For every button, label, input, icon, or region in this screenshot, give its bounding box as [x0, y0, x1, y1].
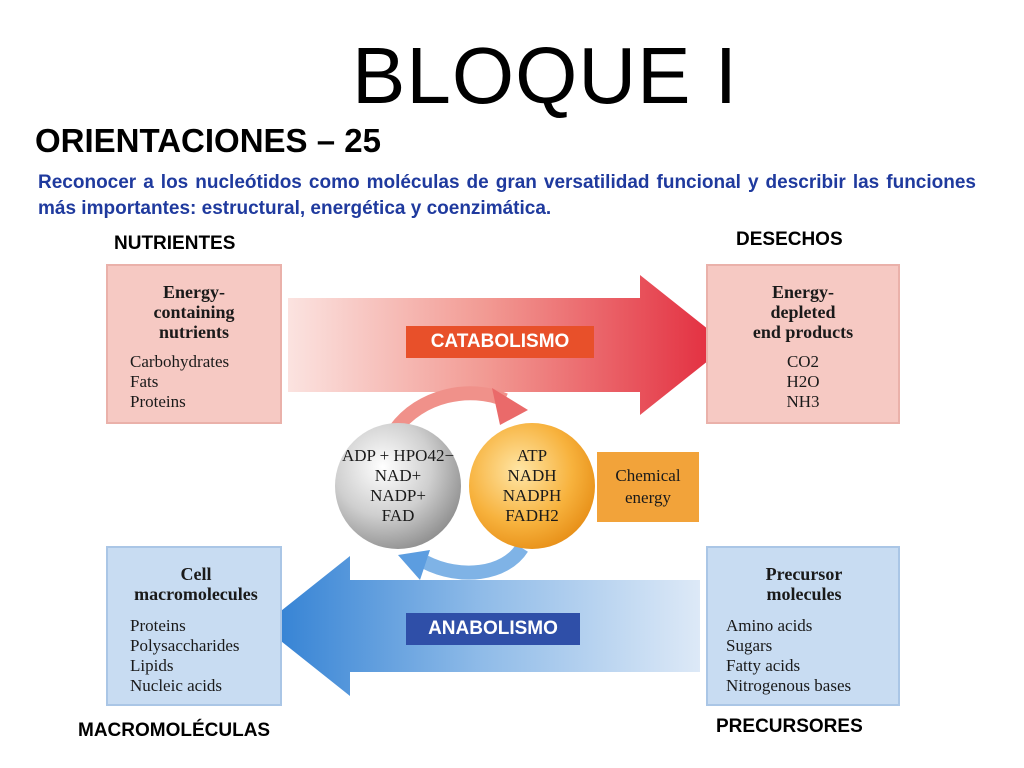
- orange-circle: [469, 423, 595, 549]
- list-item: Sugars: [726, 636, 773, 655]
- nutrients-heading-3: nutrients: [158, 322, 229, 342]
- list-item: Fats: [130, 372, 159, 391]
- nutrients-heading-1: Energy-: [163, 282, 225, 302]
- caption-precursors: PRECURSORES: [716, 716, 863, 737]
- nutrients-box: Energy- containing nutrients Carbohydrat…: [106, 264, 282, 424]
- orange-circle-line: NADH: [507, 466, 557, 485]
- grey-circle-line: FAD: [381, 506, 415, 525]
- orange-circle-text: ATP NADH NADPH FADH2: [482, 446, 582, 526]
- list-item: H2O: [786, 372, 820, 391]
- grey-circle-text: ADP + HPO42− NAD+ NADP+ FAD: [338, 446, 458, 526]
- chemical-energy-line: energy: [625, 488, 671, 507]
- end-products-heading-3: end products: [752, 322, 854, 342]
- caption-nutrients: NUTRIENTES: [114, 233, 236, 254]
- list-item: Lipids: [130, 656, 174, 675]
- grey-circle-line: NAD+: [374, 466, 422, 485]
- catabolism-label: CATABOLISMO: [406, 326, 594, 358]
- list-item: Fatty acids: [726, 656, 801, 675]
- list-item: CO2: [786, 352, 820, 371]
- list-item: Carbohydrates: [130, 352, 230, 371]
- objective-text: Reconocer a los nucleótidos como molécul…: [38, 172, 976, 219]
- caption-macromolecules: MACROMOLÉCULAS: [78, 720, 271, 741]
- anabolism-label: ANABOLISMO: [406, 613, 580, 645]
- list-item: Polysaccharides: [130, 636, 240, 655]
- chemical-energy-box: Chemical energy: [597, 452, 699, 522]
- macromolecules-heading-1: Cell: [180, 564, 212, 584]
- macromolecules-box: Cell macromolecules Proteins Polysacchar…: [106, 546, 282, 706]
- grey-circle: [335, 423, 461, 549]
- grey-circle-line: NADP+: [370, 486, 426, 505]
- precursors-heading-1: Precursor: [765, 564, 843, 584]
- nutrients-heading-2: containing: [153, 302, 235, 322]
- end-products-heading-1: Energy-: [772, 282, 834, 302]
- section-title: ORIENTACIONES – 25: [35, 122, 381, 159]
- cycle-arrow-top: [389, 386, 508, 435]
- orange-circle-line: FADH2: [505, 506, 559, 525]
- list-item: NH3: [786, 392, 820, 411]
- grey-circle-line: ADP + HPO42−: [341, 446, 455, 465]
- list-item: Proteins: [130, 392, 186, 411]
- list-item: Amino acids: [726, 616, 813, 635]
- precursors-box: Precursor molecules Amino acids Sugars F…: [706, 546, 900, 706]
- list-item: Proteins: [130, 616, 186, 635]
- caption-waste: DESECHOS: [736, 229, 843, 250]
- orange-circle-line: ATP: [516, 446, 548, 465]
- end-products-box: Energy- depleted end products CO2 H2O NH…: [706, 264, 900, 424]
- orange-circle-line: NADPH: [502, 486, 562, 505]
- macromolecules-heading-2: macromolecules: [134, 584, 258, 604]
- list-item: Nitrogenous bases: [726, 676, 852, 695]
- cycle-arrow-bottom: [421, 543, 528, 580]
- precursors-heading-2: molecules: [766, 584, 842, 604]
- list-item: Nucleic acids: [130, 676, 223, 695]
- chemical-energy-line: Chemical: [615, 466, 681, 485]
- end-products-heading-2: depleted: [770, 302, 836, 322]
- page-title: BLOQUE I: [352, 31, 738, 120]
